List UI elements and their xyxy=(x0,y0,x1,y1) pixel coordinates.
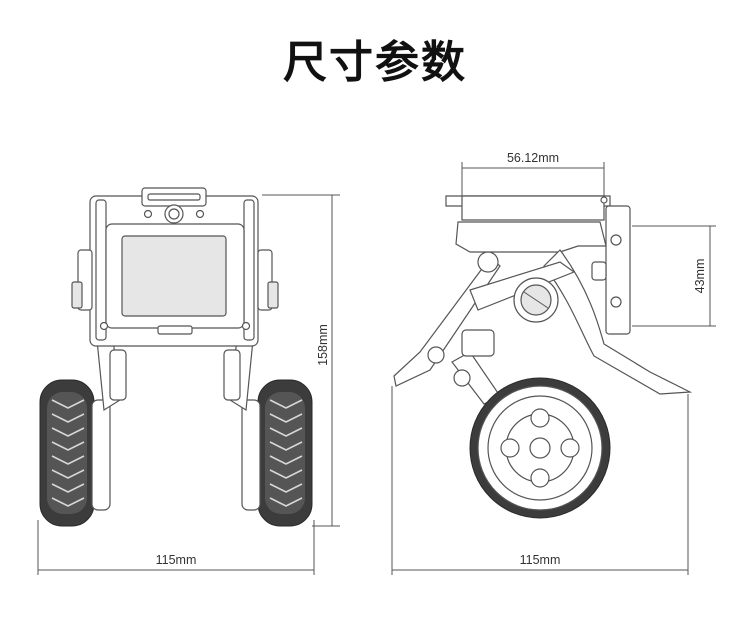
front-width-label: 115mm xyxy=(156,553,197,567)
side-top-width-label: 56.12mm xyxy=(507,151,559,165)
front-height-dimension: 158mm xyxy=(262,194,340,527)
side-plate-height-dimension: 43mm xyxy=(632,225,716,327)
front-right-wheel xyxy=(241,379,313,527)
front-view xyxy=(39,187,313,527)
side-plate-height-label: 43mm xyxy=(693,259,707,294)
page-title: 尺寸参数 xyxy=(283,37,467,88)
front-width-dimension: 115mm xyxy=(37,520,315,575)
side-top-width-dimension: 56.12mm xyxy=(461,151,605,196)
side-width-label: 115mm xyxy=(520,553,561,567)
front-height-label: 158mm xyxy=(316,324,330,366)
side-width-dimension: 115mm xyxy=(391,386,689,575)
front-left-wheel xyxy=(39,379,111,527)
side-wheel xyxy=(469,377,611,519)
side-view xyxy=(393,195,693,519)
